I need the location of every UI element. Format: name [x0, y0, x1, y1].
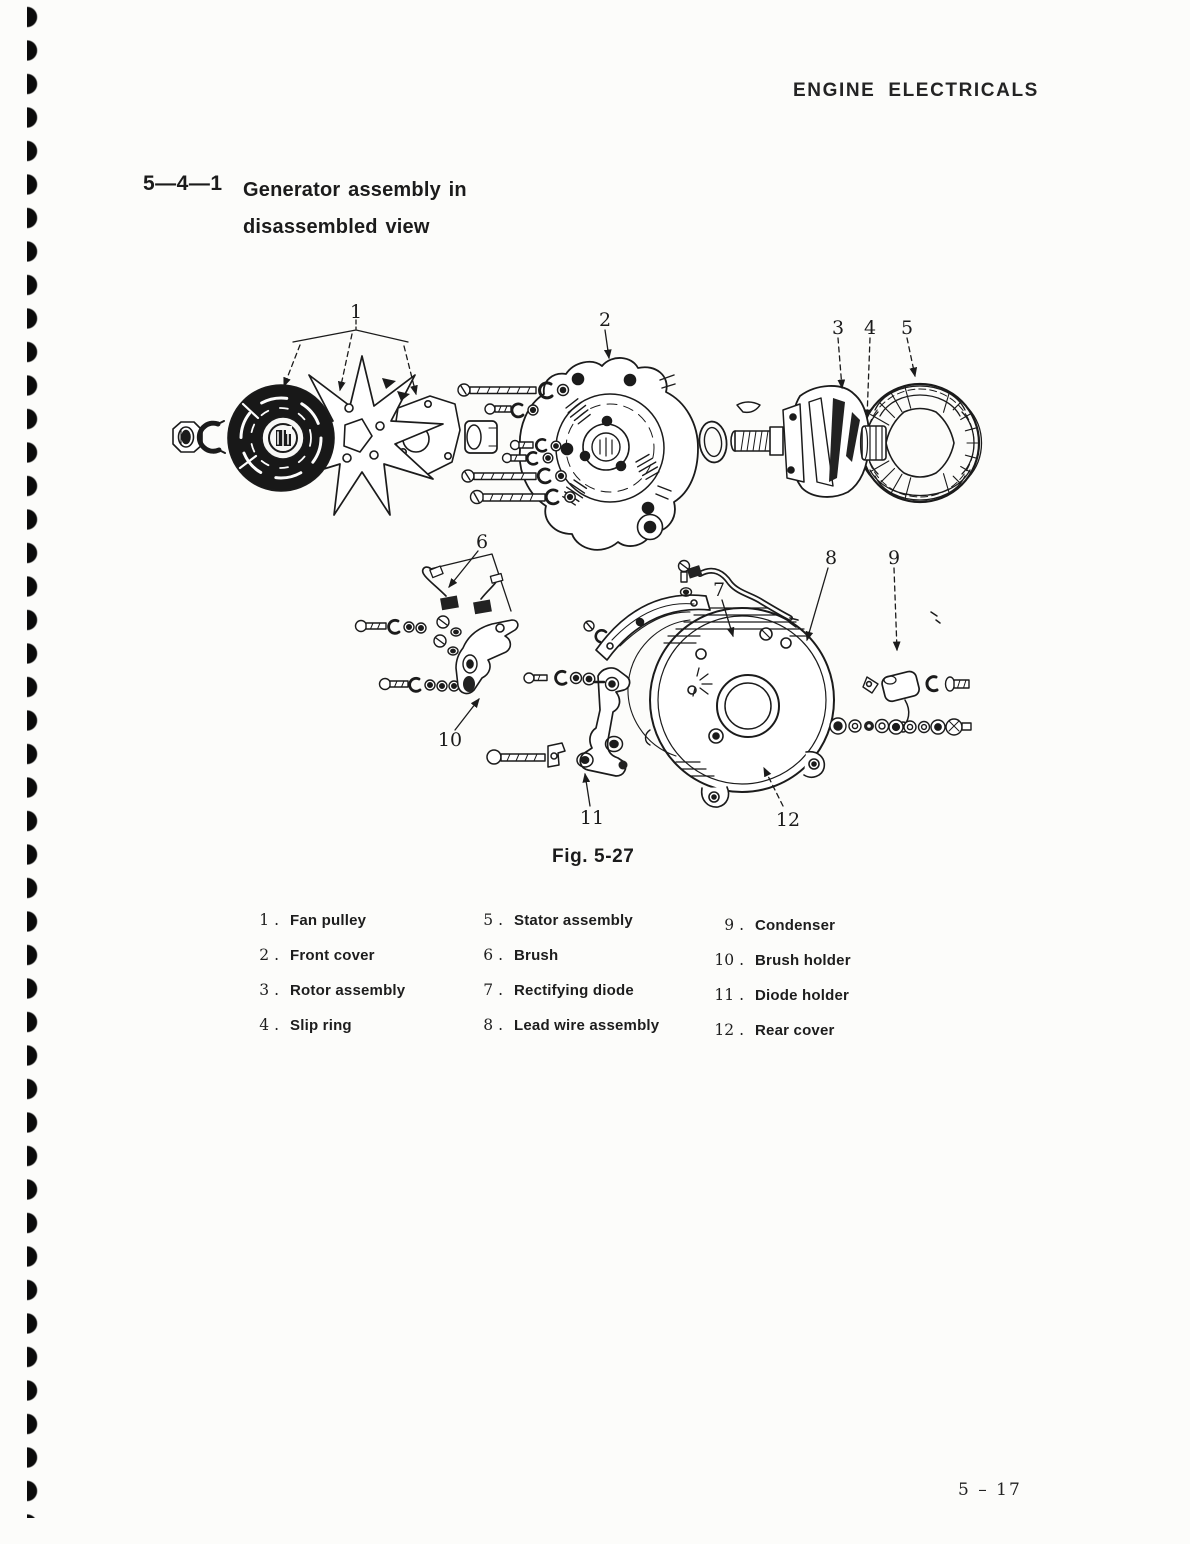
parts-list-item: 6 . Brush	[477, 946, 659, 964]
parts-list-column-2: 5 . Stator assembly 6 . Brush 7 . Rectif…	[477, 911, 660, 1034]
spiral-binding-holes	[27, 6, 41, 1518]
part-label: Rotor assembly	[290, 982, 406, 999]
parts-list-item: 9 . Condenser	[704, 916, 851, 934]
part-number: 7 .	[483, 981, 503, 999]
part-brushes	[421, 553, 512, 615]
part-number: 3 .	[259, 981, 279, 999]
part-o-ring	[698, 420, 728, 464]
part-woodruff-key	[736, 401, 761, 414]
part-fan-pulley	[227, 384, 335, 492]
callout-label-12: 12	[776, 809, 800, 831]
parts-list-item: 5 . Stator assembly	[477, 911, 659, 929]
callout-label-3: 3	[832, 317, 844, 339]
part-diode-holder	[576, 667, 631, 777]
part-condenser-screw	[925, 675, 970, 693]
callout-label-4: 4	[864, 317, 876, 339]
part-label: Front cover	[290, 947, 375, 964]
part-number: 9 .	[724, 916, 744, 934]
parts-list-item: 12 . Rear cover	[704, 1021, 851, 1039]
part-number: 5 .	[483, 911, 503, 929]
part-label: Stator assembly	[514, 912, 633, 929]
parts-list-item: 10 . Brush holder	[704, 951, 851, 969]
part-cover-bolts	[457, 381, 576, 506]
part-lock-washer	[196, 420, 226, 454]
parts-list-item: 11 . Diode holder	[704, 986, 851, 1004]
parts-list-item: 2 . Front cover	[253, 946, 405, 964]
part-number: 8 .	[483, 1016, 503, 1034]
part-holder-screw-set	[523, 669, 596, 686]
part-number: 6 .	[483, 946, 503, 964]
parts-list-item: 3 . Rotor assembly	[253, 981, 406, 999]
exploded-view-diagram: 1 2 3 4 5 6 7 8 9 10 11 12	[172, 301, 983, 831]
page-header: ENGINE ELECTRICALS	[793, 80, 1039, 101]
part-hardware-row	[829, 717, 972, 736]
part-fan	[280, 355, 444, 516]
part-lead-wire-assembly	[686, 565, 799, 628]
parts-list-column-1: 1 . Fan pulley 2 . Front cover 3 . Rotor…	[253, 911, 406, 1034]
scan-marks	[930, 611, 941, 624]
part-left-screws	[354, 618, 460, 693]
parts-list-item: 1 . Fan pulley	[253, 911, 405, 929]
part-number: 11 .	[714, 986, 744, 1004]
callout-label-11: 11	[580, 807, 604, 829]
part-condenser	[862, 670, 920, 733]
part-front-cover	[518, 357, 699, 551]
parts-list-item: 8 . Lead wire assembly	[477, 1016, 660, 1034]
callout-label-8: 8	[825, 547, 837, 569]
part-number: 2 .	[259, 946, 279, 964]
part-number: 10 .	[714, 951, 744, 969]
part-label: Fan pulley	[290, 912, 367, 929]
part-label: Brush	[514, 947, 559, 964]
figure-caption: Fig. 5-27	[552, 846, 635, 867]
part-holder-bolt	[486, 742, 566, 768]
part-label: Brush holder	[755, 952, 851, 969]
callout-label-9: 9	[888, 547, 900, 569]
page-number: 5 – 17	[958, 1480, 1022, 1500]
part-rear-cover	[627, 607, 835, 808]
section-title: Generator assembly in disassembled view	[243, 179, 467, 238]
part-cover-screws	[583, 559, 693, 644]
callout-label-10: 10	[438, 729, 462, 751]
part-label: Rear cover	[755, 1022, 835, 1039]
part-brush-holder	[455, 619, 519, 695]
part-number: 12 .	[714, 1021, 744, 1039]
part-label: Diode holder	[755, 987, 850, 1004]
parts-list-column-3: 9 . Condenser 10 . Brush holder 11 . Dio…	[704, 916, 851, 1039]
section-number: 5—4—1	[143, 172, 223, 195]
part-label: Lead wire assembly	[514, 1017, 660, 1034]
part-slip-ring	[859, 425, 887, 461]
callout-label-5: 5	[901, 317, 913, 339]
callout-label-1: 1	[350, 301, 362, 323]
callout-label-2: 2	[599, 309, 611, 331]
part-label: Slip ring	[290, 1017, 352, 1034]
part-brush-screws	[433, 615, 462, 656]
part-rotor-assembly	[730, 385, 871, 498]
part-label: Condenser	[755, 917, 836, 934]
callout-labels: 1 2 3 4 5 6 7 8 9 10 11 12	[350, 301, 913, 831]
part-number: 4 .	[259, 1016, 279, 1034]
callout-label-6: 6	[476, 531, 488, 553]
callout-leaders	[283, 319, 918, 807]
parts-list-item: 7 . Rectifying diode	[477, 981, 659, 999]
callout-label-7: 7	[713, 579, 725, 601]
part-rectifying-diode	[595, 594, 711, 661]
parts-list-item: 4 . Slip ring	[253, 1016, 405, 1034]
part-label: Rectifying diode	[514, 982, 634, 999]
part-number: 1 .	[259, 911, 279, 929]
